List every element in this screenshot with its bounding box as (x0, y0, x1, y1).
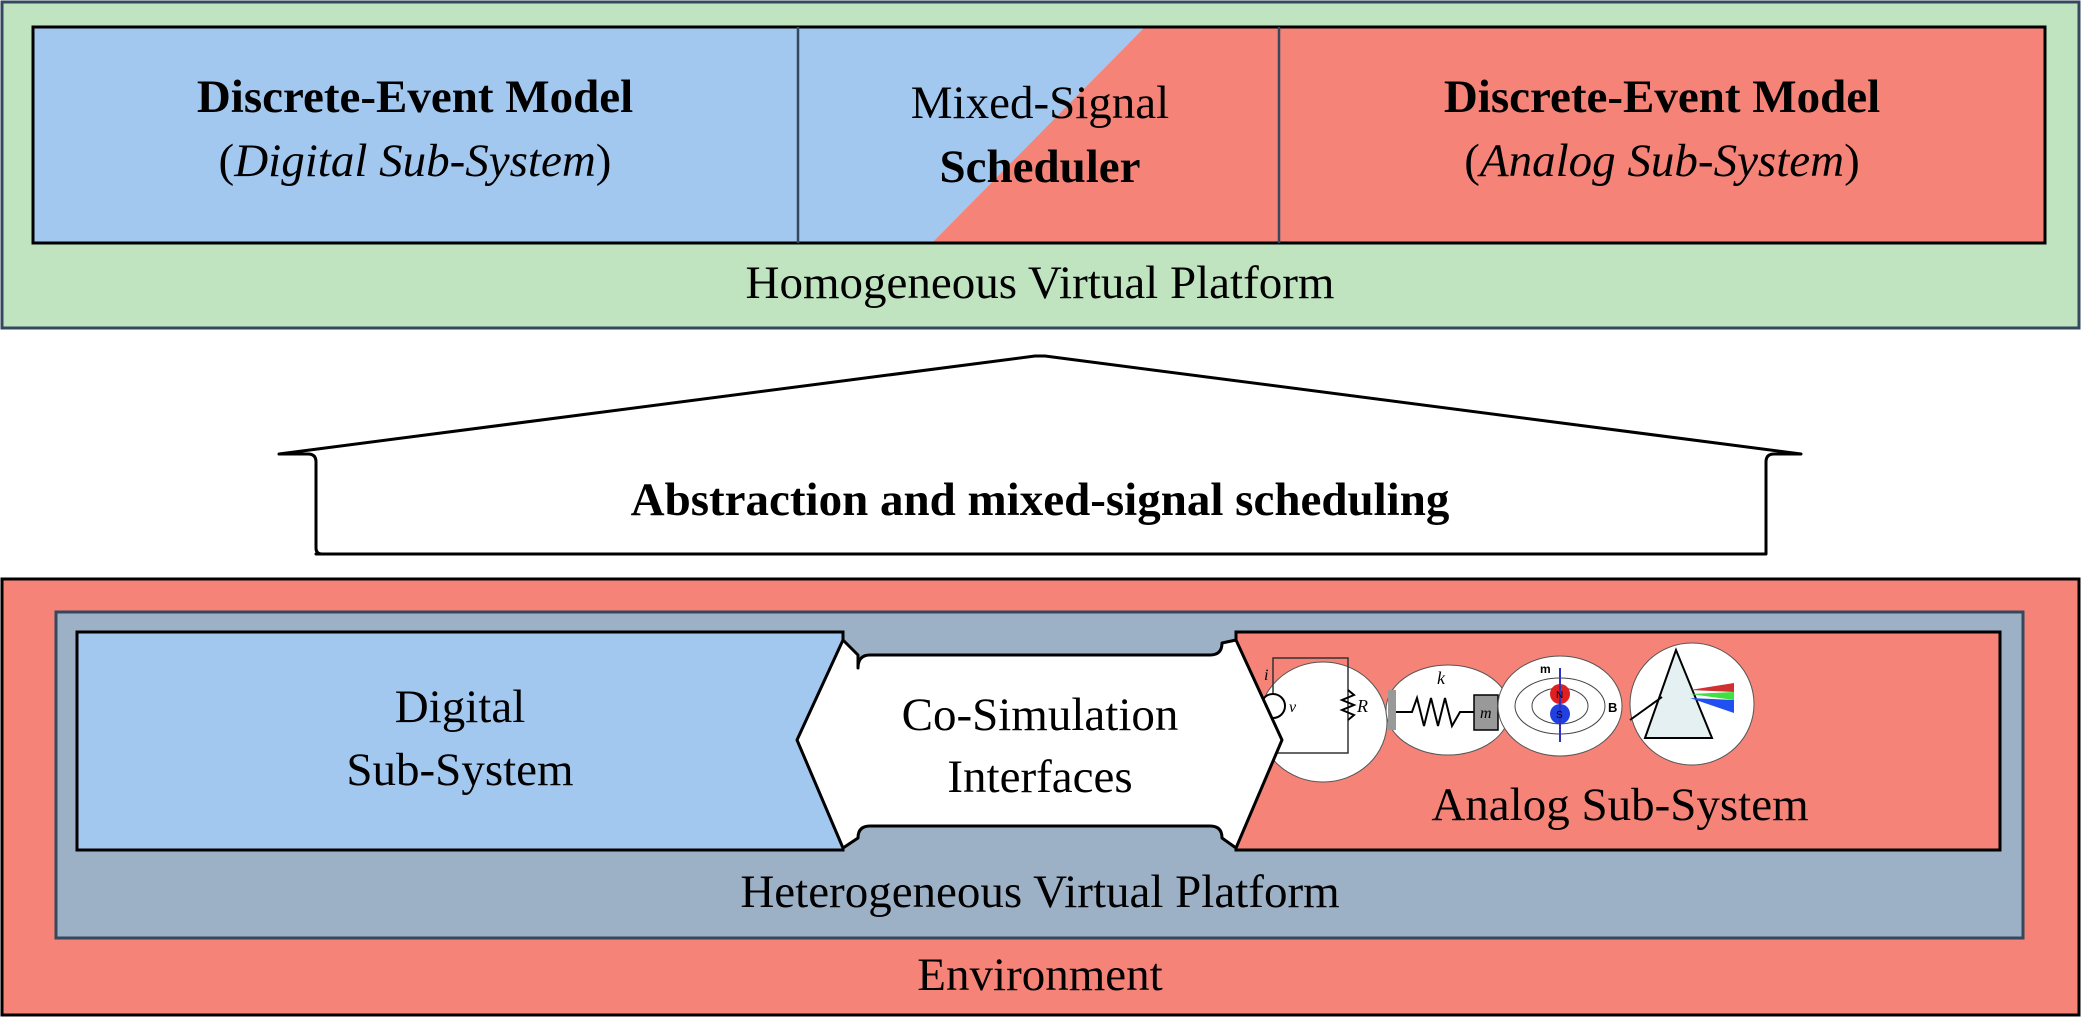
cosim-line2: Interfaces (947, 751, 1132, 803)
spring-label-m: m (1480, 705, 1492, 722)
magnet-label-n: N (1556, 690, 1563, 701)
digital-subsystem-box (75, 630, 845, 852)
magnet-label-m: m (1540, 662, 1551, 676)
circuit-label-r: R (1356, 696, 1368, 716)
circuit-label-v: v (1289, 699, 1297, 716)
circuit-label-i: i (1264, 667, 1268, 684)
digital-model-subtitle: (Digital Sub-System) (219, 135, 612, 187)
circuit-icon: i v R (1258, 657, 1388, 783)
scheduler-line2: Scheduler (939, 141, 1140, 193)
abstraction-arrow-label: Abstraction and mixed-signal scheduling (631, 474, 1450, 526)
heterogeneous-platform-label: Heterogeneous Virtual Platform (740, 866, 1339, 918)
homogeneous-platform-label: Homogeneous Virtual Platform (746, 257, 1335, 309)
model-boxes-outline (31, 25, 2047, 245)
spring-mass-icon: m k (1385, 664, 1511, 756)
spring-label-k: k (1437, 668, 1446, 688)
digital-model-title: Discrete-Event Model (197, 71, 633, 123)
analog-model-subtitle: (Analog Sub-System) (1464, 135, 1860, 187)
scheduler-red-half (932, 27, 1279, 243)
cosim-double-arrow (795, 638, 1284, 850)
magnet-icon: N S m B (1497, 655, 1623, 757)
magnet-label-s: S (1556, 710, 1563, 721)
scheduler-blue-half (798, 27, 1145, 243)
cosim-line1: Co-Simulation (902, 689, 1179, 741)
digital-subsystem-line1: Digital (395, 681, 526, 733)
digital-subsystem-line2: Sub-System (346, 744, 573, 796)
analog-model-title: Discrete-Event Model (1444, 71, 1880, 123)
scheduler-line1: Mixed-Signal (911, 77, 1169, 129)
analog-model-box (1279, 27, 2045, 243)
prism-icon (1629, 642, 1755, 766)
magnet-label-b: B (1608, 700, 1617, 715)
environment-label: Environment (917, 949, 1162, 1001)
abstraction-arrow (277, 354, 1803, 556)
analog-subsystem-label: Analog Sub-System (1431, 779, 1808, 831)
digital-model-box (33, 27, 798, 243)
